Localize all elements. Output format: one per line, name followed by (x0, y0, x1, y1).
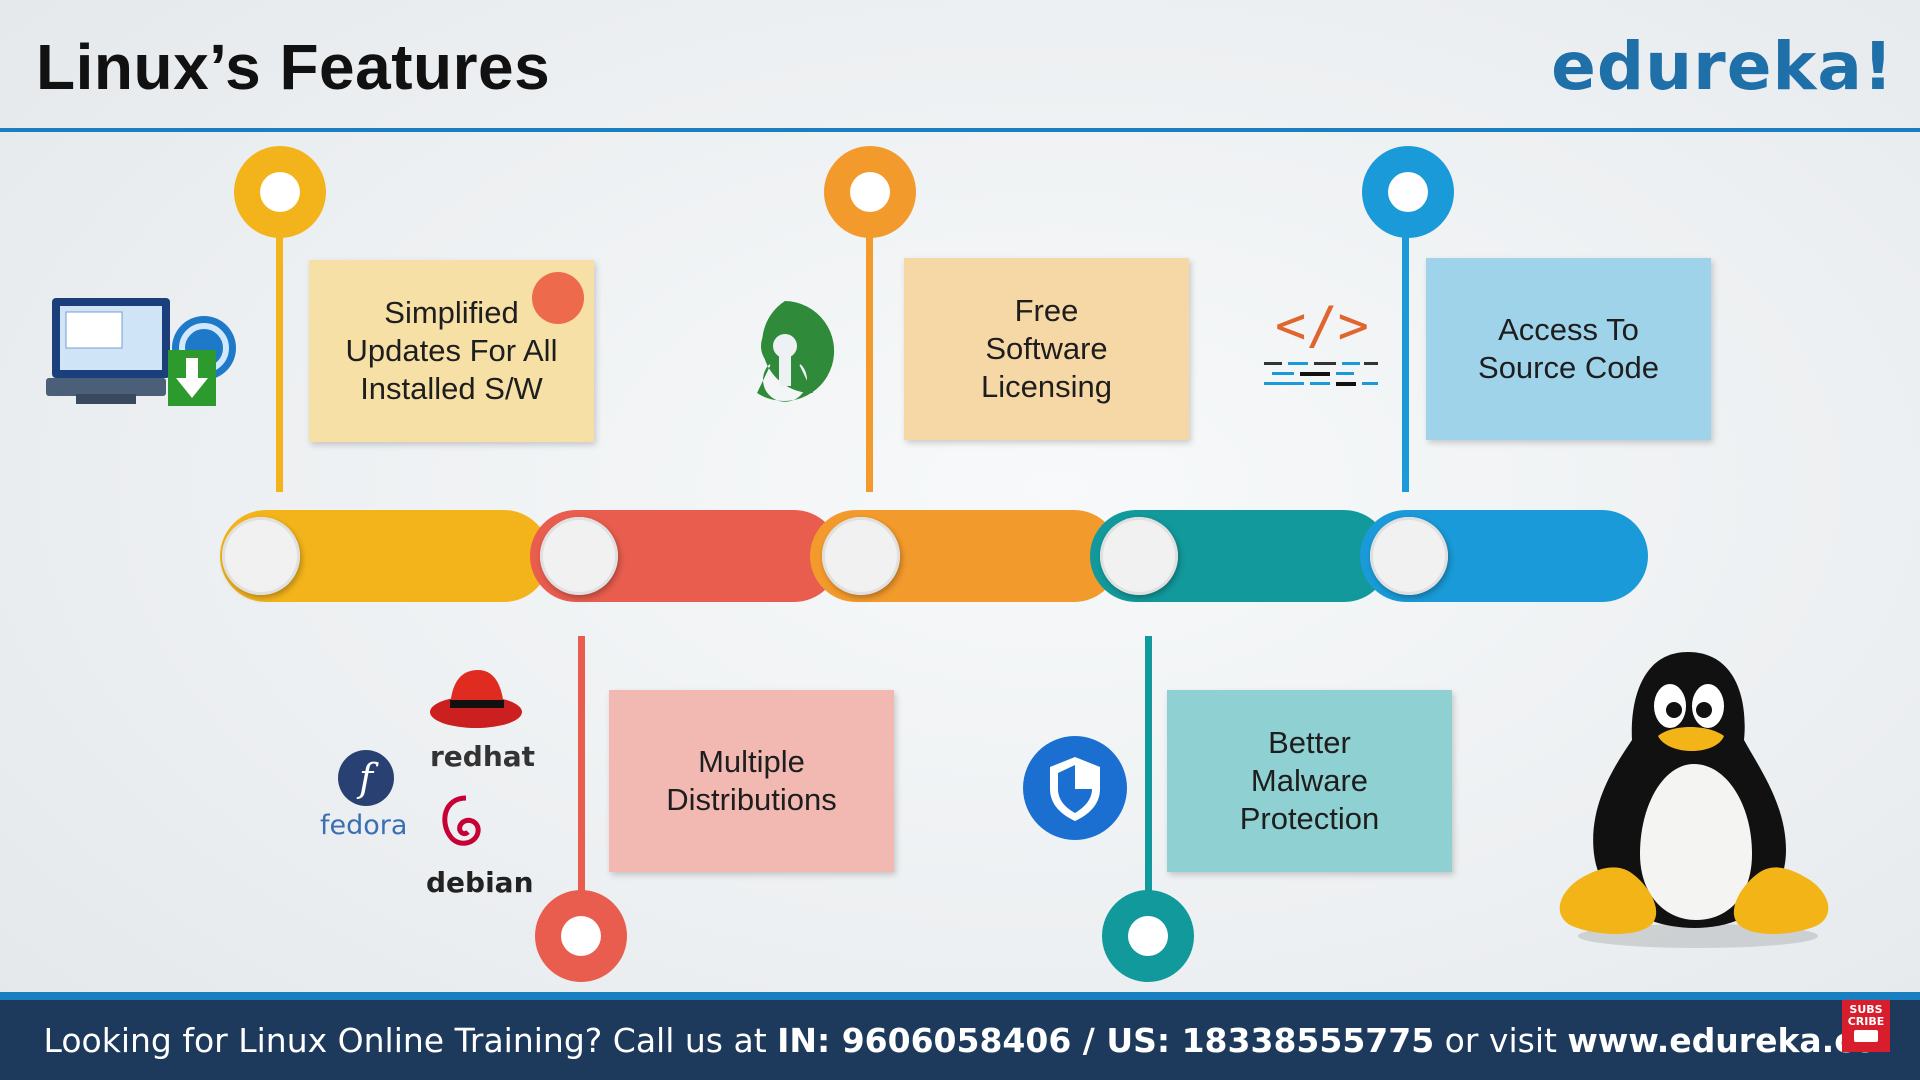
feature-5-ring (1362, 146, 1454, 238)
footer-site-link[interactable]: www.edureka.co (1567, 1020, 1877, 1060)
page-title: Linux’s Features (36, 31, 551, 103)
subscribe-label: SUBS CRIBE (1847, 1003, 1885, 1028)
subscribe-button[interactable]: SUBS CRIBE (1842, 1000, 1890, 1052)
debian-label: debian (426, 866, 534, 899)
feature-2-box: Multiple Distributions (609, 690, 894, 872)
timeline-knob-5 (1370, 517, 1448, 595)
open-source-icon (757, 301, 835, 402)
feature-4-stem (1145, 636, 1152, 896)
footer-middle: or visit (1434, 1020, 1568, 1060)
feature-4-ring (1102, 890, 1194, 982)
shield-icon (1023, 736, 1127, 840)
monitor-update-icon (46, 298, 236, 406)
timeline-knob-4 (1100, 517, 1178, 595)
header-divider (0, 128, 1920, 132)
feature-3-ring (824, 146, 916, 238)
footer-banner: Looking for Linux Online Training? Call … (0, 1000, 1920, 1080)
feature-1-ring (234, 146, 326, 238)
fedora-logo-icon: f (338, 750, 394, 806)
timeline-knob-2 (540, 517, 618, 595)
feature-4-box: Better Malware Protection (1167, 690, 1452, 872)
feature-5-box: Access To Source Code (1426, 258, 1711, 440)
code-symbol: </> (1275, 296, 1369, 356)
feature-2-stem (578, 636, 585, 896)
feature-1-box: Simplified Updates For All Installed S/W (309, 260, 594, 442)
timeline-knob-3 (822, 517, 900, 595)
feature-5-stem (1402, 230, 1409, 492)
footer-accent (0, 992, 1920, 1002)
footer-prefix: Looking for Linux Online Training? Call … (43, 1020, 778, 1060)
feature-2-ring (535, 890, 627, 982)
subscribe-play-icon (1854, 1030, 1878, 1042)
tux-penguin-icon (1559, 652, 1829, 948)
footer-phones: IN: 9606058406 / US: 18338555775 (777, 1020, 1435, 1060)
code-icon: </> (1262, 296, 1382, 406)
timeline-knob-1 (222, 517, 300, 595)
record-dot (532, 272, 584, 324)
redhat-logo-icon (430, 670, 522, 728)
feature-3-stem (866, 230, 873, 492)
brand-logo: edureka! (1551, 28, 1894, 105)
feature-3-box: Free Software Licensing (904, 258, 1189, 440)
distro-logos-icon: redhat f fedora debian (310, 660, 535, 910)
feature-1-stem (276, 230, 283, 492)
redhat-label: redhat (430, 740, 536, 773)
debian-logo-icon (442, 795, 481, 846)
fedora-label: fedora (320, 810, 408, 841)
